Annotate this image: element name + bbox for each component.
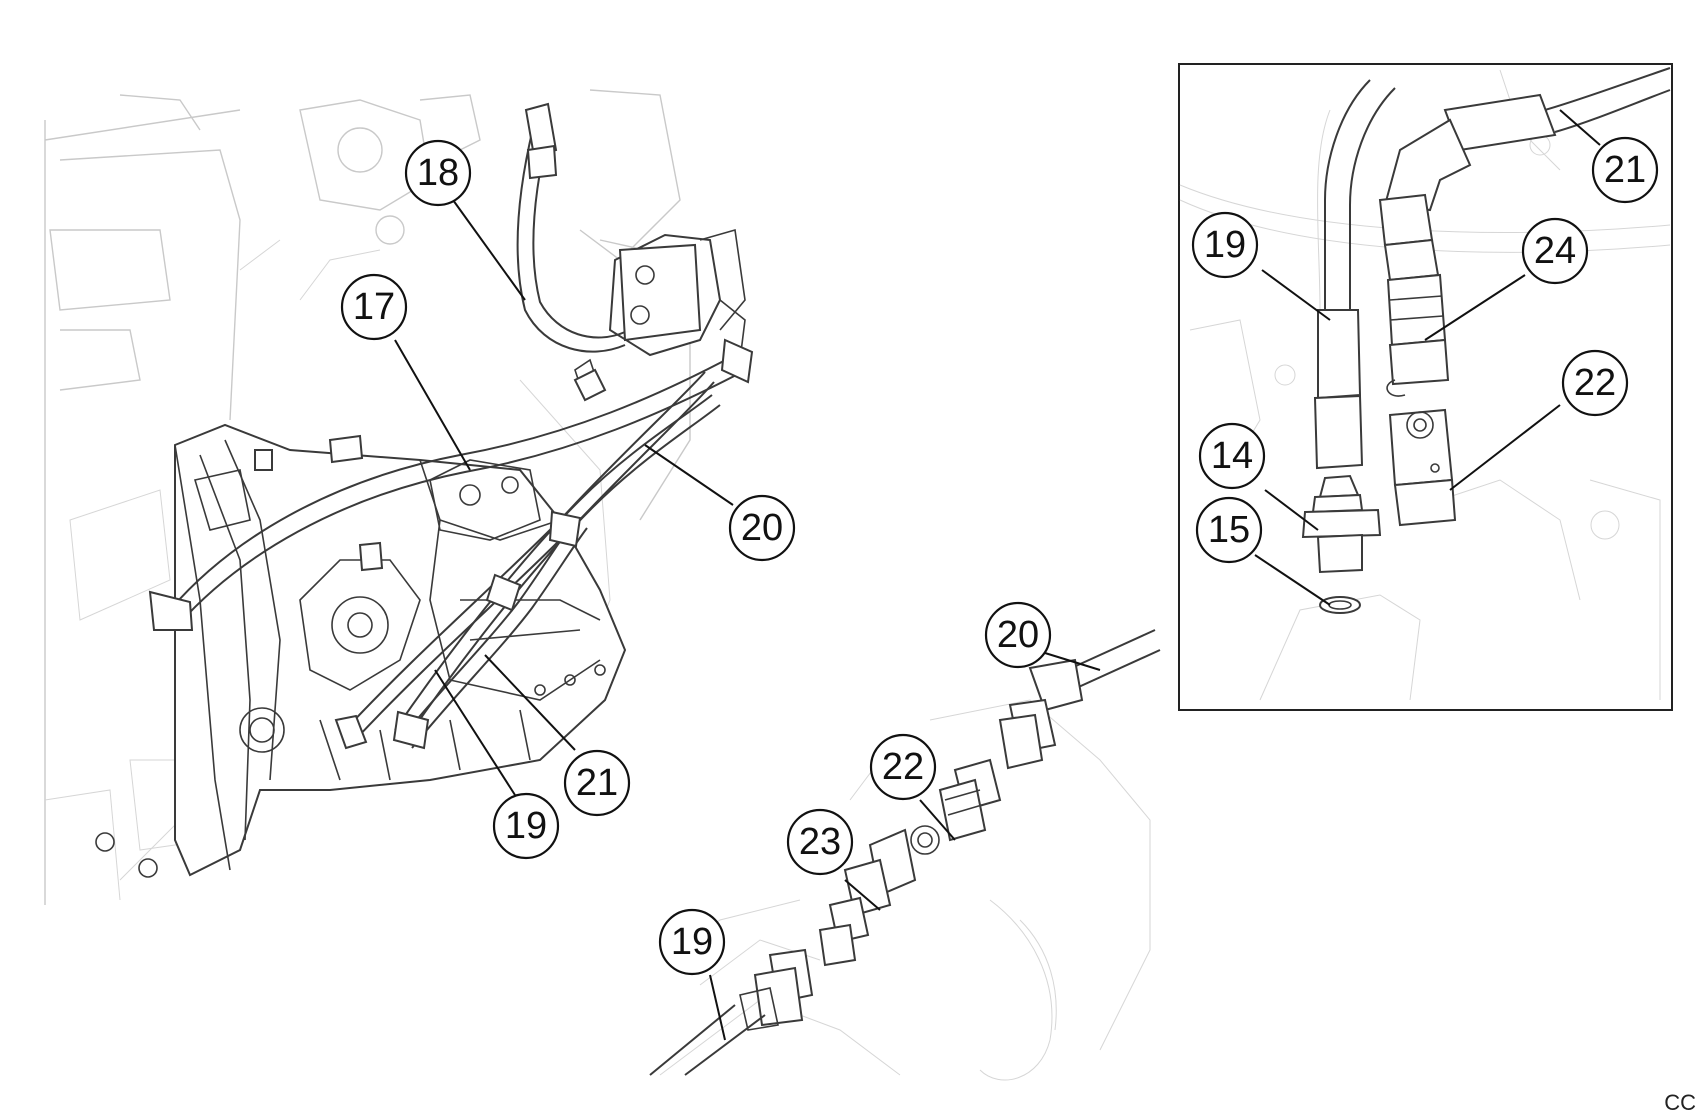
svg-text:22: 22 [882, 746, 924, 788]
callout-leaders [394, 109, 1601, 1041]
callout-main-19: 19 [492, 792, 560, 860]
callout-main-21: 21 [563, 749, 631, 817]
callout-inset-15: 15 [1195, 496, 1263, 564]
svg-text:21: 21 [1604, 149, 1646, 191]
svg-text:21: 21 [576, 762, 618, 804]
svg-text:15: 15 [1208, 509, 1250, 551]
svg-text:17: 17 [353, 286, 395, 328]
callout-inset-19: 19 [1191, 211, 1259, 279]
svg-text:19: 19 [1204, 224, 1246, 266]
callout-inset-22: 22 [1561, 349, 1629, 417]
callout-main-17: 17 [340, 273, 408, 341]
connector-detail-view [649, 629, 1161, 1081]
hose-17 [148, 338, 754, 631]
svg-text:23: 23 [799, 821, 841, 863]
svg-text:19: 19 [671, 921, 713, 963]
svg-text:14: 14 [1211, 435, 1253, 477]
svg-text:20: 20 [997, 614, 1039, 656]
inset-detail-view [1178, 63, 1673, 711]
svg-text:22: 22 [1574, 362, 1616, 404]
hose-19 [392, 510, 588, 750]
callout-detail-19: 19 [658, 908, 726, 976]
callout-inset-14: 14 [1198, 422, 1266, 490]
svg-text:19: 19 [505, 805, 547, 847]
callout-main-18: 18 [404, 139, 472, 207]
harness-connectors [254, 368, 607, 572]
corner-code-label: CC [1664, 1090, 1696, 1115]
callout-bubbles: 18 17 20 21 19 20 22 23 [340, 136, 1659, 976]
callout-main-20: 20 [728, 494, 796, 562]
callout-inset-24: 24 [1521, 217, 1589, 285]
callout-detail-23: 23 [786, 808, 854, 876]
svg-text:24: 24 [1534, 230, 1576, 272]
svg-text:18: 18 [417, 152, 459, 194]
throttle-body-assembly [574, 228, 746, 402]
callout-detail-22: 22 [869, 733, 937, 801]
svg-text:20: 20 [741, 507, 783, 549]
callout-detail-20: 20 [984, 601, 1052, 669]
inset-frame [1178, 63, 1673, 711]
main-engine-view [44, 89, 754, 905]
hose-18 [516, 102, 626, 353]
callout-inset-21: 21 [1591, 136, 1659, 204]
